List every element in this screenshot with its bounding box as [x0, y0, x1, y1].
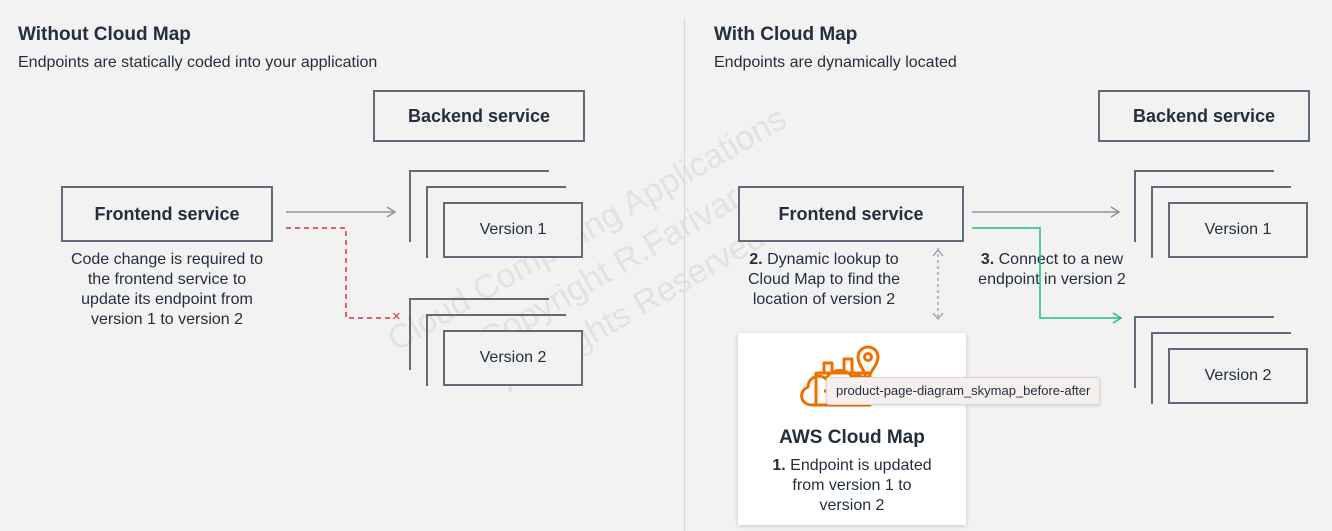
- left-version-1-box: Version 1: [443, 202, 583, 258]
- left-v2-stack-back: [409, 298, 549, 370]
- step-3-line-2: endpoint in version 2: [978, 271, 1126, 288]
- step-1-line-1: Endpoint is updated: [790, 457, 932, 474]
- right-v2-stack-middle: [1151, 332, 1291, 404]
- right-v1-stack-middle: [1151, 186, 1291, 258]
- left-v2-stack-middle: [426, 314, 566, 386]
- left-frontend-service-label: Frontend service: [94, 203, 240, 224]
- left-note-line-3: update its endpoint from: [81, 291, 253, 308]
- left-version-1-label: Version 1: [479, 221, 547, 238]
- left-frontend-to-v1-arrow: [286, 206, 397, 218]
- step-1-note: 1. Endpoint is updated from version 1 to…: [738, 456, 966, 516]
- right-backend-service-box: Backend service: [1098, 90, 1310, 142]
- right-panel-subtitle: Endpoints are dynamically located: [714, 54, 957, 71]
- left-v1-stack-back: [409, 170, 549, 242]
- left-version-2-label: Version 2: [479, 349, 547, 366]
- left-panel-title: Without Cloud Map: [18, 24, 191, 45]
- right-version-1-label: Version 1: [1204, 221, 1272, 238]
- step-1-line-2: from version 1 to: [792, 477, 912, 494]
- step-2-line-2: Cloud Map to find the: [747, 271, 901, 288]
- right-v2-stack-back: [1134, 316, 1274, 388]
- right-v1-stack-back: [1134, 170, 1274, 242]
- left-backend-service-box: Backend service: [373, 90, 585, 142]
- step-1-number: 1.: [772, 457, 786, 474]
- step-2-note: 2. Dynamic lookup to Cloud Map to find t…: [734, 250, 914, 310]
- left-v1-stack-middle: [426, 186, 566, 258]
- left-version-2-box: Version 2: [443, 330, 583, 386]
- step-2-line-3: location of version 2: [752, 291, 896, 308]
- left-connectors: [286, 206, 397, 319]
- right-panel-title: With Cloud Map: [714, 24, 858, 45]
- right-backend-service-label: Backend service: [1132, 105, 1276, 126]
- right-frontend-to-v1-arrow: [972, 206, 1121, 218]
- step-2-line-1: Dynamic lookup to: [767, 251, 899, 268]
- right-connectors: [932, 206, 1123, 324]
- left-dashed-path-to-v2: [286, 227, 394, 319]
- step-2-number: 2.: [749, 251, 763, 268]
- right-frontend-service-box: Frontend service: [738, 186, 964, 242]
- left-frontend-service-box: Frontend service: [61, 186, 273, 242]
- image-name-tooltip: product-page-diagram_skymap_before-after: [826, 377, 1101, 405]
- left-note-line-4: version 1 to version 2: [90, 311, 244, 328]
- lookup-bidirectional-arrow: [932, 248, 944, 320]
- aws-cloud-map-card: AWS Cloud Map 1. Endpoint is updated fro…: [738, 333, 966, 525]
- left-backend-service-label: Backend service: [407, 105, 551, 126]
- left-failed-connection-marker: ×: [392, 308, 401, 325]
- left-panel-subtitle: Endpoints are statically coded into your…: [18, 54, 378, 71]
- aws-cloud-map-title: AWS Cloud Map: [779, 427, 925, 448]
- right-frontend-service-label: Frontend service: [778, 203, 924, 224]
- left-code-change-note: Code change is required to the frontend …: [40, 250, 294, 330]
- right-version-1-box: Version 1: [1168, 202, 1308, 258]
- step-3-note: 3. Connect to a new endpoint in version …: [966, 250, 1138, 290]
- panel-divider: [684, 18, 685, 531]
- step-3-line-1: Connect to a new: [998, 251, 1124, 268]
- right-version-2-label: Version 2: [1204, 367, 1272, 384]
- right-version-2-box: Version 2: [1168, 348, 1308, 404]
- left-note-line-1: Code change is required to: [70, 251, 264, 268]
- step-1-line-3: version 2: [819, 497, 885, 514]
- right-frontend-to-v2-arrow: [972, 227, 1123, 324]
- left-note-line-2: the frontend service to: [87, 271, 247, 288]
- step-3-number: 3.: [980, 251, 995, 268]
